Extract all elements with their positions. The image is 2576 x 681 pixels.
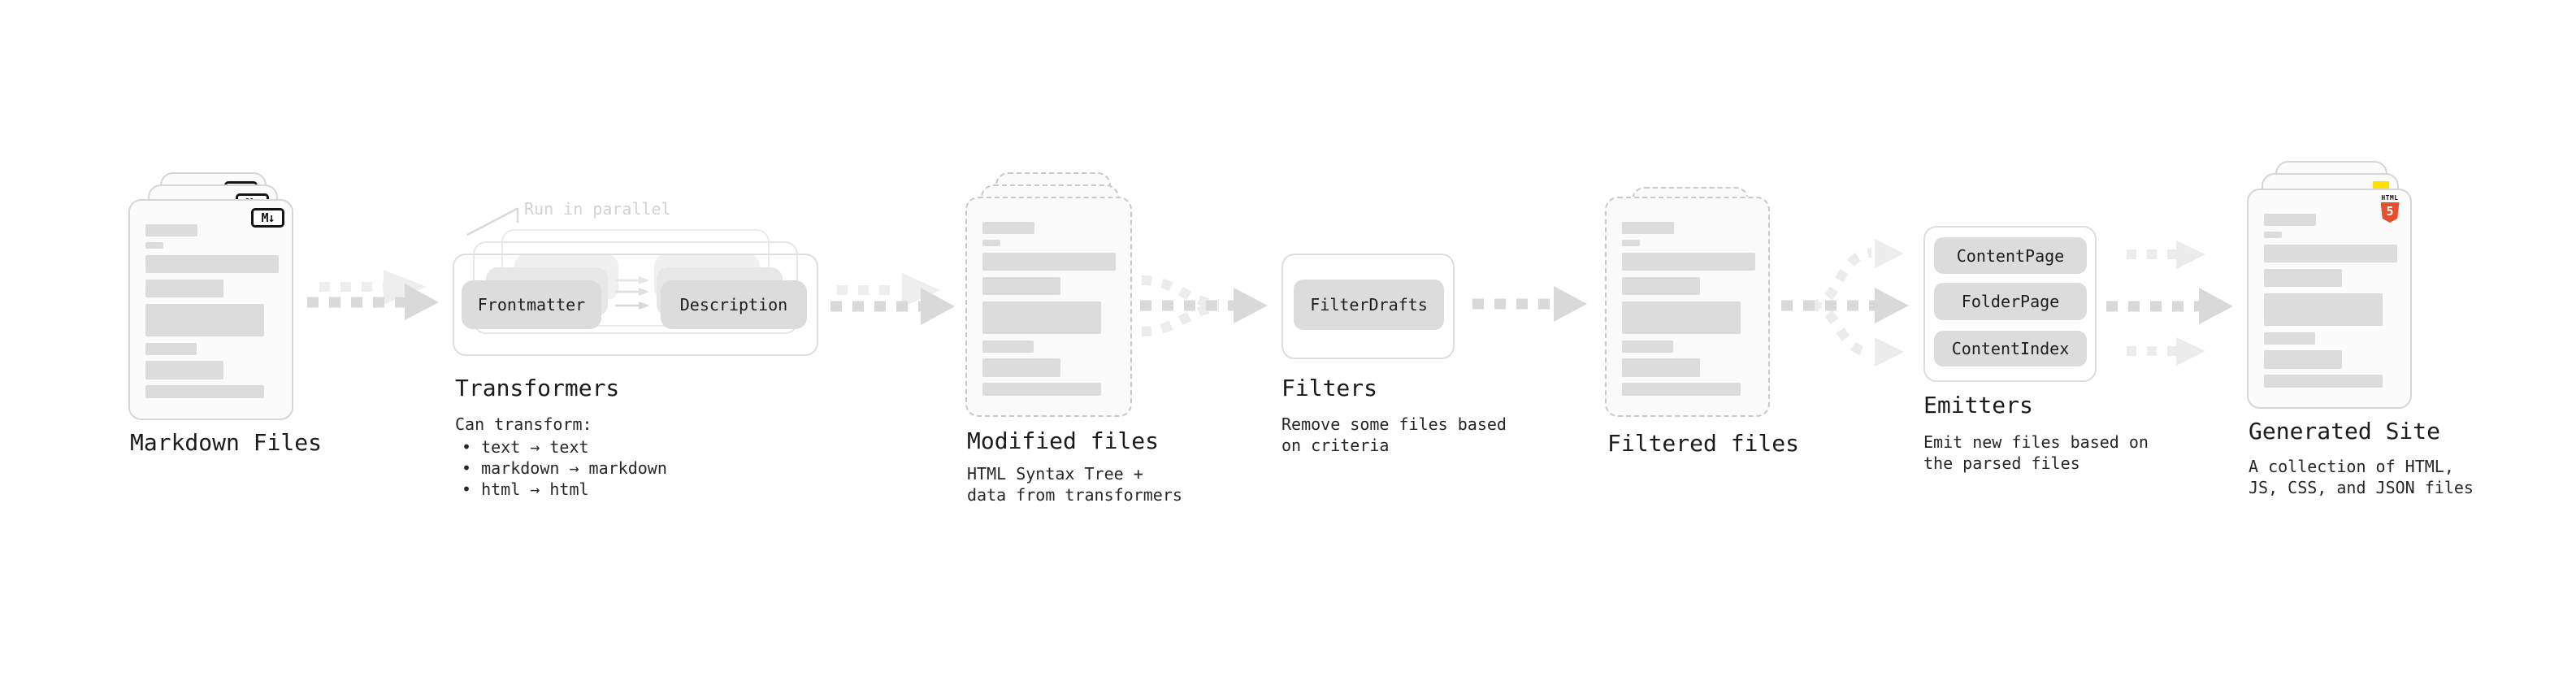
arrow-filtered-to-emitters (1781, 239, 1909, 367)
arrow-filters-to-filtered (1472, 286, 1587, 322)
content-bar (982, 358, 1060, 377)
filtered-file-card-front (1605, 197, 1770, 417)
content-bar (1622, 253, 1755, 271)
generated-site-caption: A collection of HTML, JS, CSS, and JSON … (2249, 457, 2474, 497)
arrow-emitters-to-generated (2106, 241, 2233, 366)
transformers-caption-title: Can transform: (455, 414, 592, 434)
emitter-pill-contentpage: ContentPage (1934, 237, 2087, 274)
content-bar (982, 277, 1060, 295)
modified-files-heading: Modified files (967, 427, 1160, 454)
arrow-transformers-to-modified-ghost (837, 273, 940, 307)
emitters-heading: Emitters (1923, 392, 2033, 419)
content-bar (145, 255, 279, 273)
content-bar (982, 240, 1000, 246)
content-bar (1622, 240, 1640, 246)
content-bar (2264, 350, 2342, 369)
content-bar (2264, 269, 2342, 287)
content-bar (982, 383, 1101, 396)
content-bar (145, 304, 264, 336)
content-bar (982, 253, 1116, 271)
content-bar (2264, 332, 2315, 345)
content-bar (145, 242, 163, 249)
arrow-modified-to-filters (1140, 275, 1268, 336)
content-bar (2264, 375, 2383, 388)
content-bar (2264, 232, 2282, 238)
emitter-pill-folderpage: FolderPage (1934, 283, 2087, 320)
content-bar (982, 340, 1034, 353)
content-bar (1622, 340, 1673, 353)
content-bar (145, 224, 197, 236)
transformer-pill-frontmatter: Frontmatter (462, 280, 601, 329)
run-in-parallel-annotation: Run in parallel (524, 199, 671, 219)
arrow-markdown-to-transformers (307, 284, 439, 320)
content-bar (1622, 277, 1700, 295)
content-bar (145, 343, 197, 355)
content-bar (145, 280, 223, 297)
content-bar (982, 222, 1034, 234)
markdown-file-card-front: M↓ (128, 199, 293, 420)
modified-file-card-front (965, 197, 1132, 417)
arrow-markdown-to-transformers-ghost (319, 270, 427, 305)
transformer-pill-description: Description (661, 280, 807, 329)
content-bar (982, 301, 1101, 334)
filters-caption: Remove some files based on criteria (1281, 414, 1507, 455)
modified-files-caption: HTML Syntax Tree + data from transformer… (967, 464, 1182, 505)
filter-pill-filterdrafts: FilterDrafts (1294, 280, 1444, 330)
content-bar (2264, 293, 2383, 326)
transformers-bullet-2: • markdown → markdown (462, 458, 667, 478)
generated-file-card-html: HTML 5 (2247, 189, 2412, 409)
content-bar (1622, 358, 1700, 377)
content-bar (145, 361, 223, 380)
arrow-transformers-to-modified (830, 288, 955, 325)
markdown-icon: M↓ (251, 208, 284, 228)
content-bar (145, 385, 264, 398)
content-bar (1622, 301, 1741, 334)
content-bar (2264, 245, 2397, 262)
js-icon (2373, 181, 2389, 190)
transformers-bullet-3: • html → html (462, 479, 589, 499)
content-bar (1622, 222, 1674, 234)
transformers-heading: Transformers (455, 375, 620, 401)
generated-site-heading: Generated Site (2249, 418, 2441, 445)
filters-heading: Filters (1281, 375, 1378, 401)
filtered-files-heading: Filtered files (1607, 430, 1800, 457)
content-bar (2264, 214, 2316, 226)
emitter-pill-contentindex: ContentIndex (1934, 331, 2087, 367)
markdown-files-label: Markdown Files (130, 429, 323, 456)
emitters-caption: Emit new files based on the parsed files (1923, 432, 2149, 473)
html5-icon: HTML 5 (2379, 194, 2400, 223)
transformer-container-front (453, 254, 818, 356)
content-bar (1622, 383, 1741, 396)
transformers-bullet-1: • text → text (462, 437, 589, 457)
